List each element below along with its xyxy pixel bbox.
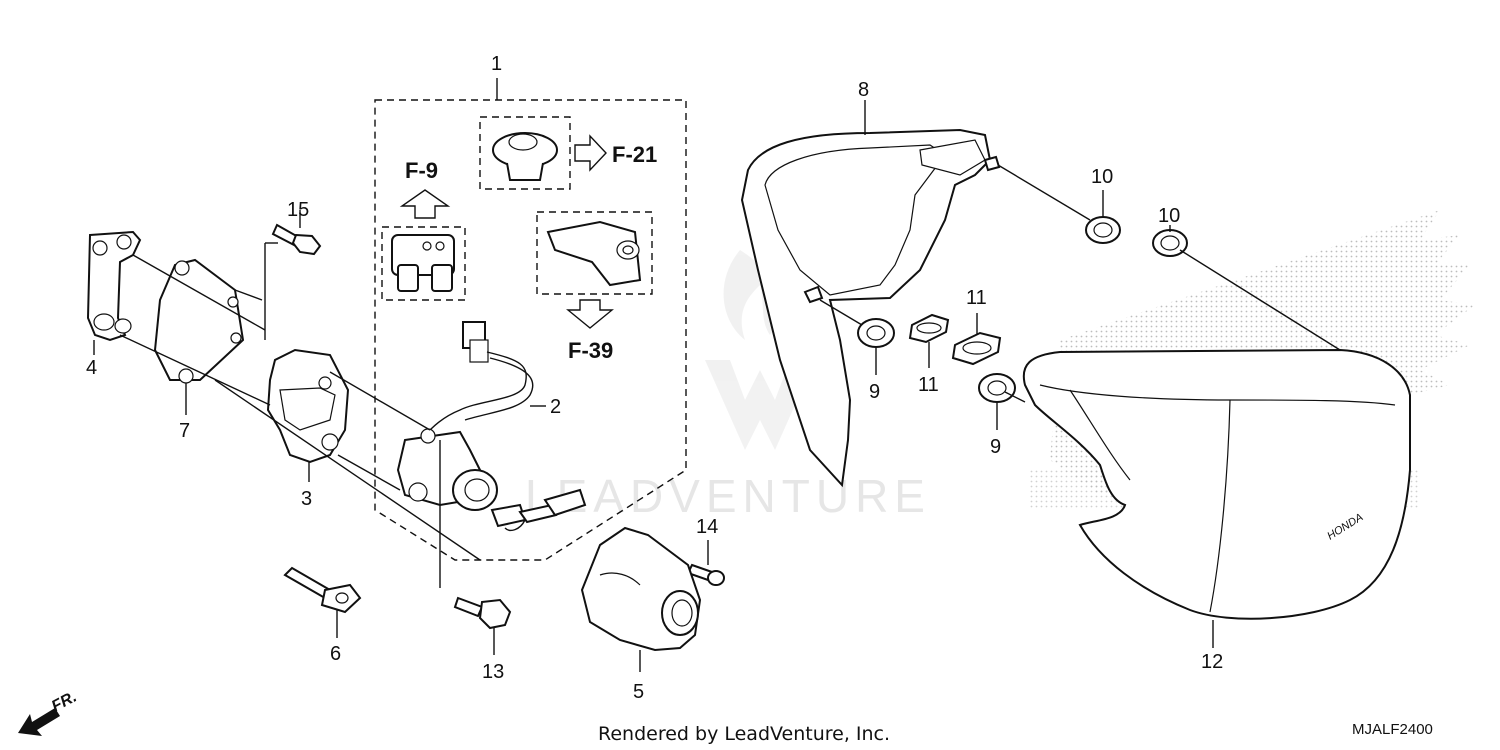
callout-11a: 11 — [918, 374, 939, 396]
callout-11b: 11 — [966, 287, 987, 309]
ref-f9: F-9 — [405, 158, 438, 183]
part-5-cover — [580, 526, 702, 672]
switch-box — [381, 226, 466, 301]
callout-12: 12 — [1201, 651, 1223, 673]
part-7-plate — [153, 258, 245, 384]
callout-6: 6 — [330, 643, 341, 665]
arrow-f39-icon — [566, 299, 614, 329]
callout-2: 2 — [550, 396, 561, 418]
part-6-key — [283, 566, 362, 638]
callout-3: 3 — [301, 488, 312, 510]
part-10-grommet-b — [1152, 229, 1188, 257]
ignition-switch — [396, 321, 534, 511]
clip-box — [479, 116, 571, 190]
part-15-bolt — [271, 223, 322, 256]
callout-10a: 10 — [1091, 166, 1113, 188]
callout-15: 15 — [287, 199, 309, 221]
part-13-bolt — [453, 596, 512, 655]
callout-1: 1 — [491, 53, 502, 75]
clip-part — [492, 132, 558, 181]
leader-lines-left — [93, 210, 546, 588]
callout-14: 14 — [696, 516, 718, 538]
arrow-f9-icon — [399, 189, 451, 219]
part-11-bushing-b — [951, 331, 1002, 366]
part-9-grommet-a — [857, 318, 895, 348]
arrow-f21-icon — [574, 134, 607, 172]
watermark-text: LEADVENTURE — [525, 470, 931, 522]
callout-9a: 9 — [869, 381, 880, 403]
part-3-lock-body — [266, 348, 350, 464]
leader-lines-right — [819, 164, 1341, 648]
part-12-side-cover: HONDA — [1022, 348, 1411, 620]
callout-13: 13 — [482, 661, 504, 683]
callout-9b: 9 — [990, 436, 1001, 458]
part-9-grommet-b — [978, 373, 1016, 403]
callout-4: 4 — [86, 357, 97, 379]
latch-part — [546, 220, 642, 287]
front-arrow-icon: FR. — [18, 688, 80, 736]
callout-5: 5 — [633, 681, 644, 703]
key-set — [490, 488, 587, 532]
part-11-bushing-a — [908, 313, 950, 344]
switch-part — [391, 234, 455, 292]
ref-f21: F-21 — [612, 142, 657, 167]
kit-outline — [374, 99, 687, 561]
diagram-code: MJALF2400 — [1352, 721, 1433, 738]
part-4-bracket — [86, 230, 142, 342]
callout-10b: 10 — [1158, 205, 1180, 227]
latch-box — [536, 211, 653, 295]
ref-f39: F-39 — [568, 338, 613, 363]
part-10-grommet-a — [1085, 216, 1121, 244]
part-8-side-cover — [740, 100, 1001, 488]
callout-7: 7 — [179, 420, 190, 442]
callout-8: 8 — [858, 79, 869, 101]
footer-credit: Rendered by LeadVenture, Inc. — [598, 723, 890, 745]
